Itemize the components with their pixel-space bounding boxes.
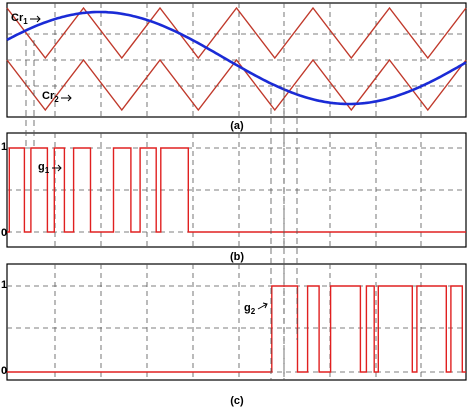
cr1-label: Cr1 <box>11 12 28 26</box>
panel-c-grid <box>7 264 466 380</box>
panel-c-ytick-0: 0 <box>1 365 7 377</box>
reference-sine-wave <box>6 10 467 106</box>
panel-a-caption: (a) <box>230 120 244 132</box>
g2-arrow-icon <box>257 302 268 310</box>
cr2-label: Cr2 <box>42 90 59 104</box>
cr2-arrow-icon <box>61 94 72 102</box>
g1-pulse-train <box>7 147 466 233</box>
g1-label: g1 <box>38 161 50 175</box>
panel-c-caption: (c) <box>230 395 244 407</box>
carrier-2-wave <box>6 58 467 112</box>
panel-b-caption: (b) <box>230 251 244 263</box>
panel-a: Cr1 Cr2 (a) <box>6 2 467 132</box>
panel-c-frame <box>6 263 467 381</box>
g1-arrow-icon <box>52 164 62 172</box>
crossing-guide-lines <box>25 40 298 380</box>
carrier-1-wave <box>6 6 467 60</box>
panel-b: 1 0 g1 (b) <box>1 132 467 263</box>
cr1-arrow-icon <box>30 15 41 23</box>
panel-b-ytick-0: 0 <box>1 227 7 239</box>
panel-b-grid <box>7 133 466 247</box>
panel-c: 1 0 g2 (c) <box>1 263 467 407</box>
g2-pulse-train <box>7 285 466 373</box>
g2-label: g2 <box>244 302 256 316</box>
panel-b-ytick-1: 1 <box>1 141 7 153</box>
panel-c-ytick-1: 1 <box>1 279 7 291</box>
